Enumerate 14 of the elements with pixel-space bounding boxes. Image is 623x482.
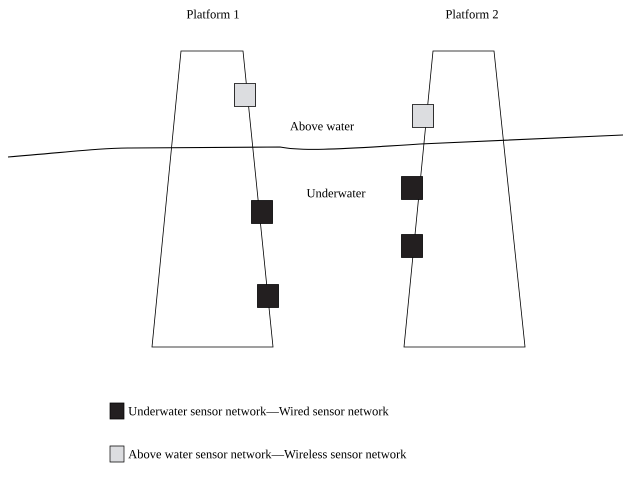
sensor-square <box>401 234 423 258</box>
legend-text: Above water sensor network—Wireless sensor network <box>128 450 406 458</box>
sensor-square <box>257 284 279 308</box>
sensor-square <box>412 104 434 128</box>
platform-drawing: Platform 1 <box>152 10 274 348</box>
node-label: Platform 2 <box>446 10 498 18</box>
platform-drawing: Platform 2 <box>404 10 526 348</box>
node-label: Platform 1 <box>186 10 239 18</box>
legend-text: Underwater sensor network—Wired sensor network <box>128 406 389 416</box>
region-label: Above water <box>290 122 354 130</box>
sensor-square <box>401 176 423 200</box>
sensor-square <box>251 200 273 224</box>
sensor-square <box>234 83 256 107</box>
region-label: Underwater <box>306 188 366 198</box>
